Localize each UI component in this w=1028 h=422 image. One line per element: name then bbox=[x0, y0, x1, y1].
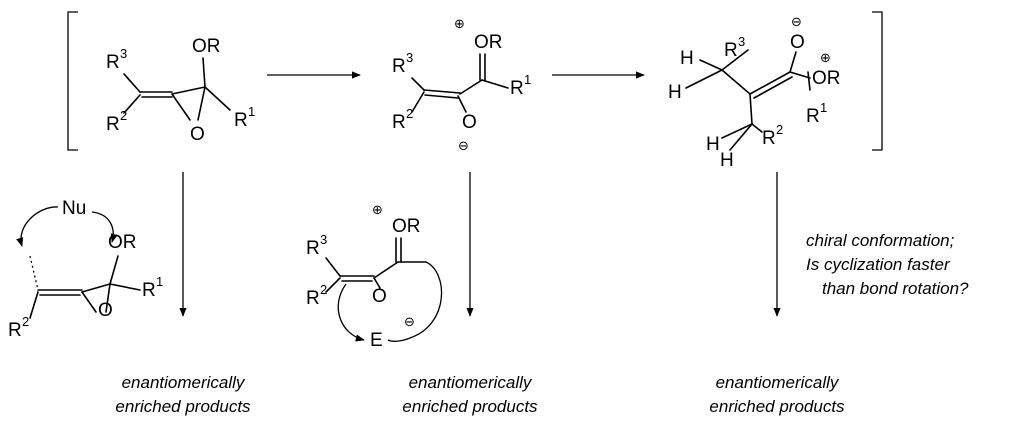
svg-text:OR: OR bbox=[108, 232, 137, 253]
svg-text:H: H bbox=[668, 82, 682, 103]
svg-text:Is cyclization faster: Is cyclization faster bbox=[806, 255, 951, 274]
svg-text:R: R bbox=[106, 52, 120, 73]
svg-text:2: 2 bbox=[406, 106, 413, 121]
svg-text:E: E bbox=[370, 330, 383, 351]
svg-text:H: H bbox=[706, 134, 720, 155]
svg-text:2: 2 bbox=[320, 282, 327, 297]
svg-text:R: R bbox=[724, 40, 738, 61]
svg-text:enriched products: enriched products bbox=[402, 397, 538, 416]
svg-text:OR: OR bbox=[812, 68, 841, 89]
svg-text:O: O bbox=[462, 112, 477, 133]
svg-text:enantiomerically: enantiomerically bbox=[409, 373, 533, 392]
svg-text:3: 3 bbox=[406, 50, 413, 65]
svg-text:O: O bbox=[372, 286, 387, 307]
svg-text:R: R bbox=[392, 112, 406, 133]
svg-text:enriched products: enriched products bbox=[115, 397, 251, 416]
svg-text:⊕: ⊕ bbox=[820, 50, 831, 65]
chiral-conformer-structure: ⊖ O ⊕ OR H H R 3 R 2 R 1 H H bbox=[668, 14, 841, 171]
allene-oxide-structure: R 3 R 2 OR R 1 O bbox=[106, 36, 255, 145]
svg-text:R: R bbox=[510, 78, 524, 99]
nucleophile-attack-structure: Nu OR R 1 O R 2 bbox=[8, 198, 163, 341]
svg-text:⊕: ⊕ bbox=[454, 16, 465, 31]
svg-text:R: R bbox=[306, 288, 320, 309]
svg-text:3: 3 bbox=[120, 46, 127, 61]
outcome-middle: enantiomerically enriched products bbox=[402, 373, 538, 416]
svg-text:2: 2 bbox=[120, 108, 127, 123]
svg-text:OR: OR bbox=[474, 32, 503, 53]
oxyallyl-cation-structure: ⊕ OR R 3 R 2 R 1 O ⊖ bbox=[392, 16, 531, 153]
right-bracket bbox=[872, 11, 883, 151]
svg-text:R: R bbox=[762, 128, 776, 149]
svg-text:R: R bbox=[106, 114, 120, 135]
svg-text:H: H bbox=[720, 150, 734, 171]
conformation-question: chiral conformation; Is cyclization fast… bbox=[806, 231, 969, 298]
svg-text:R: R bbox=[234, 110, 248, 131]
svg-text:1: 1 bbox=[820, 100, 827, 115]
svg-text:O: O bbox=[98, 300, 113, 321]
svg-text:enantiomerically: enantiomerically bbox=[716, 373, 840, 392]
svg-text:2: 2 bbox=[776, 122, 783, 137]
svg-text:1: 1 bbox=[248, 104, 255, 119]
outcome-right: enantiomerically enriched products bbox=[709, 373, 845, 416]
svg-text:1: 1 bbox=[524, 72, 531, 87]
svg-text:3: 3 bbox=[320, 232, 327, 247]
svg-text:enantiomerically: enantiomerically bbox=[122, 373, 246, 392]
svg-text:⊕: ⊕ bbox=[372, 202, 383, 217]
svg-text:⊖: ⊖ bbox=[458, 138, 469, 153]
svg-text:chiral conformation;: chiral conformation; bbox=[806, 231, 955, 250]
svg-text:3: 3 bbox=[738, 34, 745, 49]
electrophile-trap-structure: ⊕ OR R 3 R 2 O ⊖ E bbox=[306, 202, 443, 351]
svg-text:R: R bbox=[8, 320, 22, 341]
outcome-left: enantiomerically enriched products bbox=[115, 373, 251, 416]
svg-text:2: 2 bbox=[22, 314, 29, 329]
svg-text:R: R bbox=[142, 280, 156, 301]
svg-text:than bond rotation?: than bond rotation? bbox=[822, 279, 969, 298]
svg-text:OR: OR bbox=[192, 36, 221, 57]
svg-text:R: R bbox=[806, 106, 820, 127]
svg-text:H: H bbox=[680, 48, 694, 69]
svg-text:enriched products: enriched products bbox=[709, 397, 845, 416]
svg-text:O: O bbox=[190, 124, 205, 145]
left-bracket bbox=[67, 11, 78, 151]
svg-text:Nu: Nu bbox=[62, 198, 86, 219]
svg-text:R: R bbox=[306, 238, 320, 259]
svg-text:OR: OR bbox=[392, 216, 421, 237]
svg-text:O: O bbox=[790, 32, 805, 53]
svg-text:⊖: ⊖ bbox=[404, 314, 415, 329]
svg-text:⊖: ⊖ bbox=[791, 14, 802, 29]
svg-text:R: R bbox=[392, 56, 406, 77]
svg-text:1: 1 bbox=[156, 274, 163, 289]
